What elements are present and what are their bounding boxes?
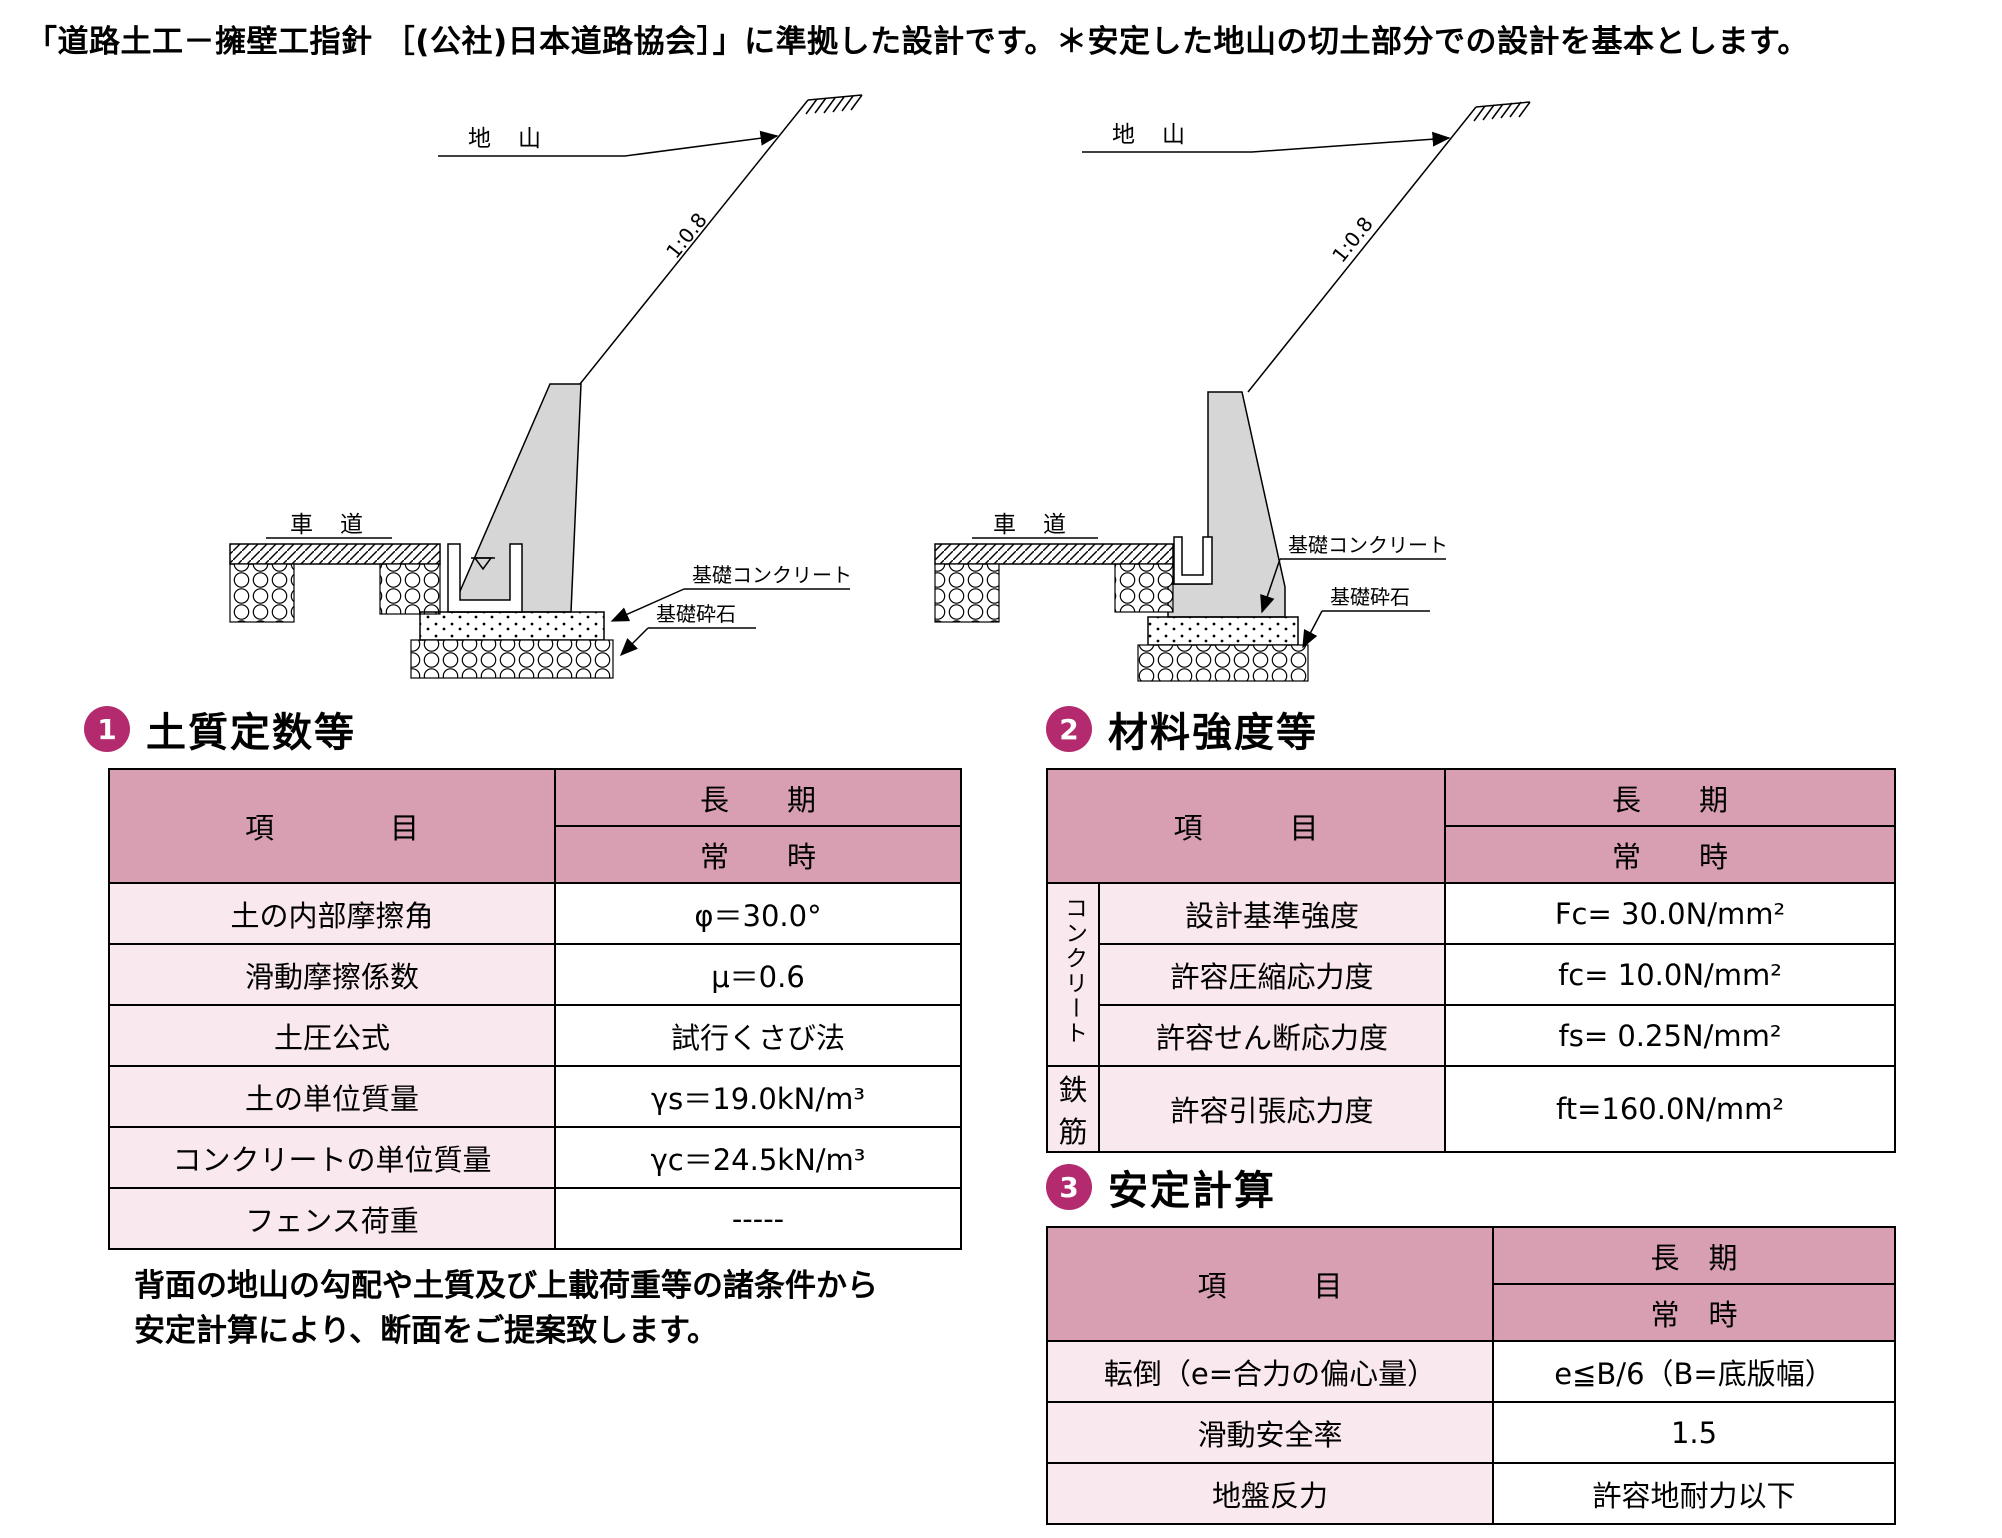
material-strength-table: 項 目 長 期 常 時 コンクリート 設計基準強度 Fc= 30.0N/mm² … (1045, 768, 1897, 1153)
t2-value-allowable-tensile-stress: ft=160.0N/mm² (1444, 1065, 1897, 1153)
road-label: 車 道 (993, 512, 1068, 538)
t1-label-earth-pressure-formula: 土圧公式 (108, 1004, 556, 1067)
t1-header-long-term: 長 期 (554, 768, 962, 827)
foundation-gravel (410, 639, 614, 679)
t3-header-long-term: 長 期 (1492, 1226, 1896, 1285)
road-subbase-gravel-left (229, 563, 295, 623)
t1-header-normal-time: 常 時 (554, 825, 962, 884)
t2-value-allowable-shear-stress: fs= 0.25N/mm² (1444, 1004, 1897, 1067)
t3-label-overturning: 転倒（e=合力の偏心量） (1046, 1340, 1494, 1403)
t1-value-concrete-unit-weight: γc＝24.5kN/m³ (554, 1126, 962, 1189)
note-line-2: 安定計算により、断面をご提案致します。 (134, 1312, 719, 1349)
slope-ratio-label: 1:0.8 (661, 208, 712, 263)
t2-value-design-strength: Fc= 30.0N/mm² (1444, 882, 1897, 945)
section1-number-badge: 1 (84, 706, 130, 752)
foundation-gravel-label: 基礎砕石 (1330, 585, 1410, 609)
road-label: 車 道 (290, 512, 365, 538)
foundation-concrete-label: 基礎コンクリート (692, 563, 852, 587)
t2-group-rebar: 鉄筋 (1046, 1065, 1100, 1153)
foundation-concrete-label-group: 基礎コンクリート (610, 563, 852, 622)
diagram-left-retaining-wall: 地 山 1:0.8 車 道 基礎コンクリート 基礎砕石 (229, 94, 863, 679)
t1-label-soil-unit-weight: 土の単位質量 (108, 1065, 556, 1128)
foundation-concrete (1147, 616, 1299, 646)
foundation-gravel-label-group: 基礎砕石 (619, 602, 756, 657)
water-level-icon (471, 557, 495, 571)
ground-label-group: 地 山 (438, 126, 779, 157)
road-label-group: 車 道 (266, 512, 392, 539)
foundation-concrete-label: 基礎コンクリート (1288, 533, 1448, 557)
ground-slope (1247, 101, 1531, 393)
road-subbase-gravel-left (934, 563, 1000, 623)
t2-value-allowable-compressive-stress: fc= 10.0N/mm² (1444, 943, 1897, 1006)
road-surface (229, 543, 441, 565)
t3-value-overturning: e≦B/6（B=底版幅） (1492, 1340, 1896, 1403)
t3-label-ground-reaction: 地盤反力 (1046, 1462, 1494, 1525)
section2-number-badge: 2 (1046, 706, 1092, 752)
ground-hatch-marks (805, 94, 863, 115)
soil-constants-table: 項 目 長 期 常 時 土の内部摩擦角 φ＝30.0° 滑動摩擦係数 μ＝0.6… (108, 768, 962, 1250)
foundation-gravel-label-group: 基礎砕石 (1302, 585, 1430, 649)
t1-label-internal-friction-angle: 土の内部摩擦角 (108, 882, 556, 945)
t1-value-fence-load: ----- (554, 1187, 962, 1250)
t2-label-design-strength: 設計基準強度 (1097, 882, 1447, 945)
road-label-group: 車 道 (972, 512, 1098, 539)
section2-heading: 2 材料強度等 (1046, 700, 1318, 758)
section1-title: 土質定数等 (146, 710, 356, 756)
road-surface (934, 543, 1174, 565)
foundation-concrete-label-group: 基礎コンクリート (1260, 533, 1448, 614)
t1-label-concrete-unit-weight: コンクリートの単位質量 (108, 1126, 556, 1189)
t3-header-normal-time: 常 時 (1492, 1283, 1896, 1342)
t2-header-long-term: 長 期 (1444, 768, 1897, 827)
t2-group-concrete: コンクリート (1046, 882, 1100, 1067)
ground-slope (579, 94, 863, 385)
t1-value-soil-unit-weight: γs＝19.0kN/m³ (554, 1065, 962, 1128)
t2-label-allowable-tensile-stress: 許容引張応力度 (1097, 1065, 1447, 1153)
t1-label-fence-load: フェンス荷重 (108, 1187, 556, 1250)
stability-calculation-table: 項 目 長 期 常 時 転倒（e=合力の偏心量） e≦B/6（B=底版幅） 滑動… (1046, 1226, 1896, 1525)
section2-title: 材料強度等 (1108, 710, 1318, 756)
t2-label-allowable-compressive-stress: 許容圧縮応力度 (1097, 943, 1447, 1006)
section1-note: 背面の地山の勾配や土質及び上載荷重等の諸条件から 安定計算により、断面をご提案致… (134, 1264, 878, 1354)
diagram-right-retaining-wall: 地 山 1:0.8 車 道 基礎コンクリート 基礎砕石 (934, 101, 1531, 682)
road-subbase-gravel-right (379, 563, 441, 615)
foundation-concrete (419, 611, 605, 641)
document-title: 「道路土工－擁壁工指針 ［(公社)日本道路協会］」に準拠した設計です。＊安定した… (26, 24, 1809, 60)
foundation-gravel (1137, 644, 1309, 682)
ground-label-group: 地 山 (1082, 122, 1451, 153)
t3-header-item: 項 目 (1046, 1226, 1494, 1342)
section1-heading: 1 土質定数等 (84, 700, 356, 758)
section3-title: 安定計算 (1108, 1168, 1276, 1214)
t2-label-allowable-shear-stress: 許容せん断応力度 (1097, 1004, 1447, 1067)
t3-value-sliding-safety-factor: 1.5 (1492, 1401, 1896, 1464)
foundation-gravel-label: 基礎砕石 (656, 602, 736, 626)
side-gutter (1173, 536, 1213, 585)
t1-value-internal-friction-angle: φ＝30.0° (554, 882, 962, 945)
t1-value-earth-pressure-formula: 試行くさび法 (554, 1004, 962, 1067)
road-subbase-gravel-right (1114, 563, 1174, 613)
section3-number-badge: 3 (1046, 1164, 1092, 1210)
t2-header-normal-time: 常 時 (1444, 825, 1897, 884)
ground-label: 地 山 (468, 126, 543, 152)
ground-hatch-marks (1473, 101, 1531, 122)
note-line-1: 背面の地山の勾配や土質及び上載荷重等の諸条件から (134, 1268, 878, 1304)
t3-value-ground-reaction: 許容地耐力以下 (1492, 1462, 1896, 1525)
t1-label-sliding-friction-coefficient: 滑動摩擦係数 (108, 943, 556, 1006)
ground-label: 地 山 (1112, 122, 1187, 148)
t2-group-concrete-label: コンクリート (1060, 896, 1087, 1046)
t2-header-item: 項 目 (1045, 768, 1447, 884)
t1-header-item: 項 目 (108, 768, 556, 884)
section3-heading: 3 安定計算 (1046, 1158, 1276, 1216)
t1-value-sliding-friction-coefficient: μ＝0.6 (554, 943, 962, 1006)
t3-label-sliding-safety-factor: 滑動安全率 (1046, 1401, 1494, 1464)
